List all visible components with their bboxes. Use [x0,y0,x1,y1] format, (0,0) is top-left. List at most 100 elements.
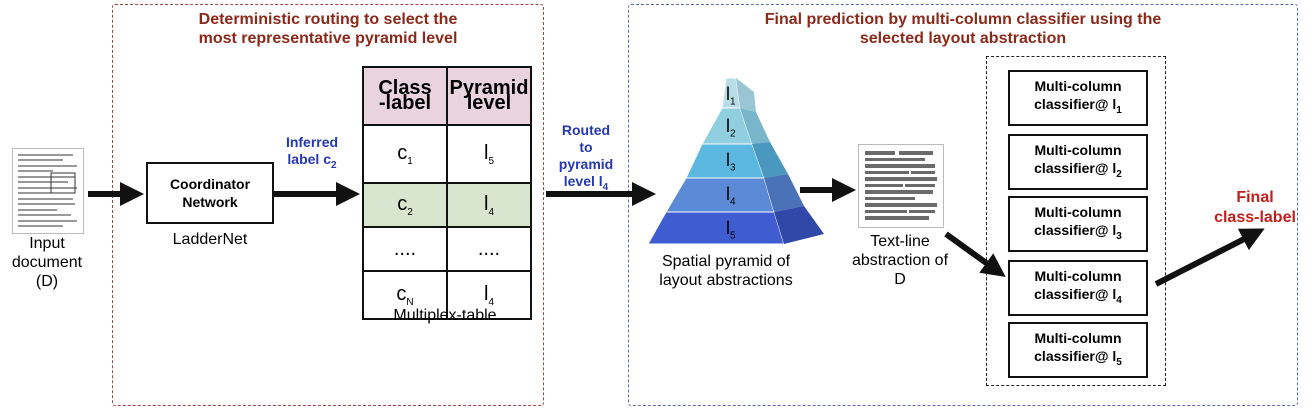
clf-line1: Multi-column [1034,267,1122,284]
routed-line1: Routed [561,122,611,138]
pyr-l: l [726,84,730,104]
table-row-highlighted: c2 l4 [362,182,532,228]
clf-line1: Multi-column [1034,203,1122,220]
pyramid-level-4 [665,177,775,213]
classifier-box-1: Multi-column classifier@ l1 [1008,70,1148,126]
table-cell-class: c2 [362,182,448,228]
laddernet-label: LadderNet [172,231,248,248]
inferred-line2: label c [287,151,332,167]
header-col1-line2: -label [378,92,432,114]
input-doc-line1: Input [29,235,65,252]
pyr-sub: 5 [730,230,736,242]
clf-line2: classifier@ l [1034,159,1117,176]
inferred-sub: 2 [331,159,337,171]
spatial-pyramid [647,77,824,245]
textline-line1: Text-line [870,233,930,250]
table-row: c1 l5 [362,124,532,184]
input-document-icon [18,154,77,227]
pyramid-label-2: l2 [726,116,736,140]
pyramid-level-4-side [764,174,804,212]
pyr-sub: 2 [730,128,736,140]
input-doc-line3: (D) [35,273,59,290]
prediction-title-line1: Final prediction by multi-column classif… [764,11,1162,28]
routed-line3: pyramid [558,156,614,172]
clf-sub: 4 [1116,294,1122,306]
cell-l: l [483,192,489,215]
clf-line2: classifier@ l [1034,285,1117,302]
header-class-label: Class -label [362,66,448,126]
pyramid-level-1-side [736,78,756,112]
final-line2: class-label [1214,209,1296,226]
pyramid-level-5-side [774,206,824,244]
cell-l-sub: 4 [488,206,494,218]
routed-line2: to [579,139,593,155]
pyr-sub: 4 [730,196,736,208]
pyramid-label-1: l1 [726,84,736,108]
textline-document-icon [865,151,937,220]
prediction-panel [628,4,1298,406]
routing-title-line1: Deterministic routing to select the [198,11,458,28]
cell-c-sub: 2 [407,206,413,218]
cell-c: c [396,282,407,305]
cell-l-sub: 5 [488,155,494,167]
table-row: .... .... [362,226,532,272]
inferred-line1: Inferred [285,134,339,150]
classifier-group [986,56,1166,386]
clf-line2: classifier@ l [1034,95,1117,112]
clf-sub: 5 [1116,356,1122,368]
cell-c-sub: 1 [407,155,413,167]
routed-label: Routed to pyramid level l4 [546,122,626,196]
table-cell-level: l5 [446,124,532,184]
pyramid-caption-line1: Spatial pyramid of [661,253,791,270]
pyramid-label-4: l4 [726,184,736,208]
pyr-l: l [726,116,730,136]
cell-c: c [397,192,408,215]
routing-panel [112,4,544,406]
clf-line1: Multi-column [1034,77,1122,94]
header-col1-line1: Class [378,77,432,99]
classifier-box-2: Multi-column classifier@ l2 [1008,134,1148,190]
input-doc-line2: document [11,254,83,271]
classifier-box-3: Multi-column classifier@ l3 [1008,196,1148,252]
textline-line2: abstraction of [851,252,949,269]
clf-line1: Multi-column [1034,141,1122,158]
cell-c: .... [393,237,417,260]
classifier-box-4: Multi-column classifier@ l4 [1008,260,1148,316]
table-cell-level: .... [446,226,532,272]
prediction-panel-title: Final prediction by multi-column classif… [628,10,1298,48]
pyr-l: l [726,150,730,170]
cell-l-sub: 4 [488,296,494,308]
input-document-label: Input document (D) [0,234,94,291]
pyr-sub: 3 [730,162,736,174]
multiplex-table-caption: Multiplex-table [393,307,497,324]
clf-line1: Multi-column [1034,329,1122,346]
classifier-box-5: Multi-column classifier@ l5 [1008,322,1148,378]
pyr-l: l [726,184,730,204]
cell-c-sub: N [406,296,414,308]
pyramid-level-3 [685,143,765,179]
coordinator-network-box: Coordinator Network [146,162,274,224]
inferred-label: Inferred label c2 [270,134,354,174]
textline-abstraction-image [858,144,944,228]
pyramid-level-3-side [752,142,788,178]
pyr-l: l [726,218,730,238]
textline-line3: D [894,271,906,288]
header-col2-line1: Pyramid [449,77,529,99]
header-pyramid-level: Pyramid level [446,66,532,126]
routing-panel-title: Deterministic routing to select the most… [112,10,544,48]
table-cell-level: l4 [446,270,532,320]
clf-sub: 2 [1116,168,1122,180]
pyr-sub: 1 [730,96,736,108]
routed-line4: level l [563,173,603,189]
table-cell-class: cN [362,270,448,320]
textline-caption: Text-line abstraction of D [836,232,964,289]
input-document-image [12,148,84,234]
table-cell-level: l4 [446,182,532,228]
coordinator-line1: Coordinator [169,176,251,192]
coordinator-line2: Network [182,194,238,210]
table-cell-class: .... [362,226,448,272]
cell-l: .... [477,237,501,260]
clf-line2: classifier@ l [1034,347,1117,364]
routed-sub: 4 [602,181,609,193]
table-row: cN l4 [362,270,532,320]
